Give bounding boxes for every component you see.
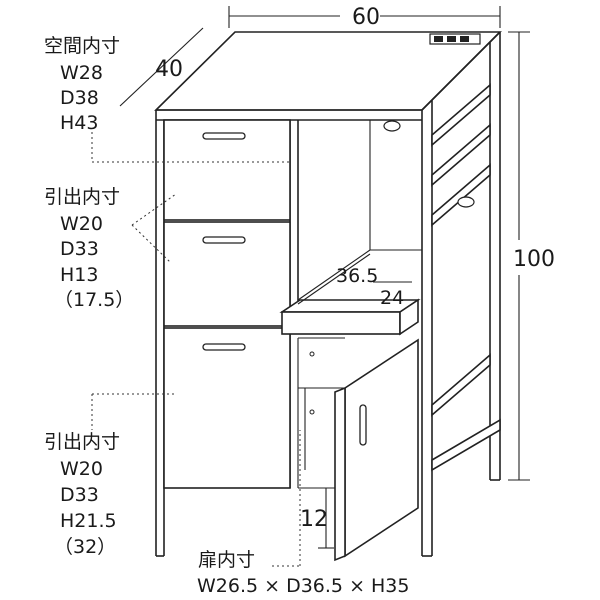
drawer-handle-icon: [202, 132, 246, 140]
door-interior-dims: W26.5 × D36.5 × H35: [197, 575, 410, 597]
overall-width-label: 60: [352, 5, 380, 30]
drawer-lower-height-alt: （32）: [54, 536, 116, 558]
drawer-lower-height: H21.5: [60, 510, 117, 532]
drawer-handle-icon: [202, 343, 246, 351]
drawer-lower-width: W20: [60, 458, 103, 480]
drawer-handle-icon: [202, 236, 246, 244]
interior-title: 空間内寸: [44, 35, 120, 57]
door-handle-icon: [359, 404, 367, 446]
drawers: [163, 119, 291, 489]
slide-shelf-gap-label: 24: [380, 287, 404, 309]
drawer-lower-depth: D33: [60, 484, 99, 506]
dimension-lines: [91, 6, 530, 567]
drawer-lower-title: 引出内寸: [44, 431, 120, 453]
drawer-upper-width: W20: [60, 213, 103, 235]
drawer-upper-title: 引出内寸: [44, 186, 120, 208]
door-gap-label: 12: [300, 507, 328, 532]
slide-shelf-depth-label: 36.5: [336, 265, 378, 287]
drawer-upper-depth: D33: [60, 238, 99, 260]
overall-height-label: 100: [513, 247, 555, 272]
door-interior-title: 扉内寸: [198, 549, 255, 571]
cabinet-door: [334, 338, 419, 562]
overall-depth-label: 40: [155, 57, 183, 82]
interior-depth: D38: [60, 87, 99, 109]
cabinet-outline: [154, 31, 502, 557]
interior-height: H43: [60, 112, 98, 134]
drawer-3: [163, 327, 291, 489]
drawer-upper-height-alt: （17.5）: [54, 289, 134, 311]
slide-shelf: [279, 298, 421, 336]
interior-width: W28: [60, 62, 103, 84]
drawer-upper-height: H13: [60, 264, 98, 286]
